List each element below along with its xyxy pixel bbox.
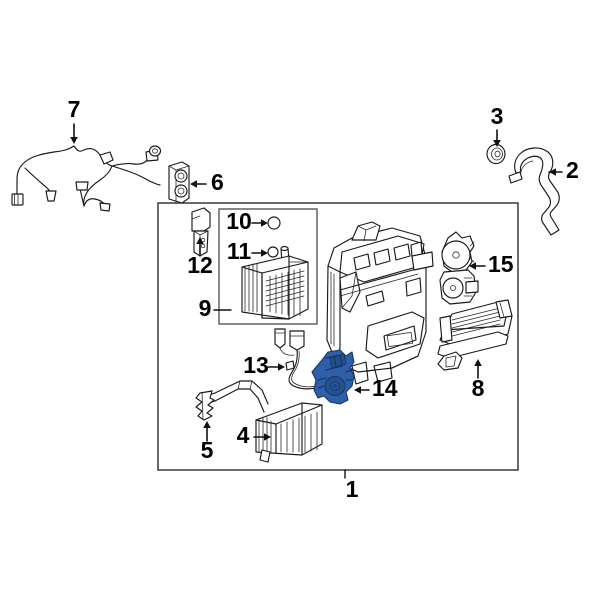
part-mode-servo-motor-assembly[interactable] (439, 231, 479, 305)
part-heater-core-clamp[interactable] (195, 390, 215, 421)
callout-leaders (70, 123, 563, 479)
evaporator-fins (265, 268, 305, 317)
arrow-12 (196, 237, 204, 244)
callout-label-8: 8 (472, 375, 485, 401)
callout-label-15: 15 (488, 251, 514, 277)
callout-label-13: 13 (243, 352, 269, 378)
harness-connector-mid (75, 181, 89, 191)
callout-label-1: 1 (346, 476, 359, 502)
part-air-filter-element[interactable] (437, 299, 513, 371)
part-hvac-case-assembly[interactable] (326, 221, 434, 385)
harness-connector-bottom (99, 202, 111, 212)
callout-labels: 1 2 3 4 5 6 7 8 9 10 11 12 13 14 15 (68, 96, 579, 502)
callout-label-6: 6 (211, 169, 224, 195)
arrow-6 (190, 180, 197, 188)
harness-connector-left-2 (45, 190, 57, 202)
callout-label-10: 10 (226, 208, 252, 234)
arrow-15 (469, 262, 476, 270)
callout-label-7: 7 (68, 96, 81, 122)
part-expansion-valve[interactable] (191, 207, 211, 257)
heater-core-fins (280, 411, 318, 453)
part-drain-hose[interactable] (508, 147, 560, 236)
arrow-11 (261, 249, 268, 257)
part-air-mix-servo-motor[interactable] (311, 349, 355, 405)
part-heater-core-radiator[interactable] (205, 380, 323, 463)
part-evaporator-pipe-grommet[interactable] (168, 161, 190, 204)
part-wire-harness[interactable] (11, 145, 162, 212)
arrow-5 (203, 421, 211, 428)
case-louvers (353, 241, 423, 271)
callout-label-11: 11 (227, 238, 252, 264)
arrow-13 (278, 363, 285, 371)
callout-label-14: 14 (372, 375, 398, 401)
o-ring-small[interactable] (267, 246, 279, 258)
arrow-8 (474, 359, 482, 366)
evaporator-group-box (218, 208, 318, 325)
part-o-rings[interactable] (267, 216, 281, 258)
arrow-7 (70, 137, 78, 144)
harness-connector-left (11, 193, 24, 206)
o-ring-large[interactable] (267, 216, 281, 230)
arrow-2 (549, 168, 556, 176)
part-drain-grommet[interactable] (486, 143, 506, 165)
callout-label-12: 12 (187, 252, 213, 278)
assembly-group-box (157, 202, 519, 471)
filter-pleats (451, 307, 501, 337)
harness-connector-upper (99, 151, 114, 165)
callout-label-3: 3 (491, 103, 504, 129)
arrow-10 (261, 219, 268, 227)
part-evaporator-core[interactable] (241, 245, 309, 356)
arrow-3 (493, 140, 501, 147)
group-boxes (157, 202, 519, 471)
harness-loop-end (148, 145, 162, 157)
callout-label-9: 9 (199, 295, 212, 321)
callout-label-4: 4 (237, 422, 250, 448)
arrow-4 (264, 433, 271, 441)
callout-label-2: 2 (566, 157, 579, 183)
callout-label-5: 5 (201, 437, 214, 463)
arrow-14 (354, 386, 361, 394)
